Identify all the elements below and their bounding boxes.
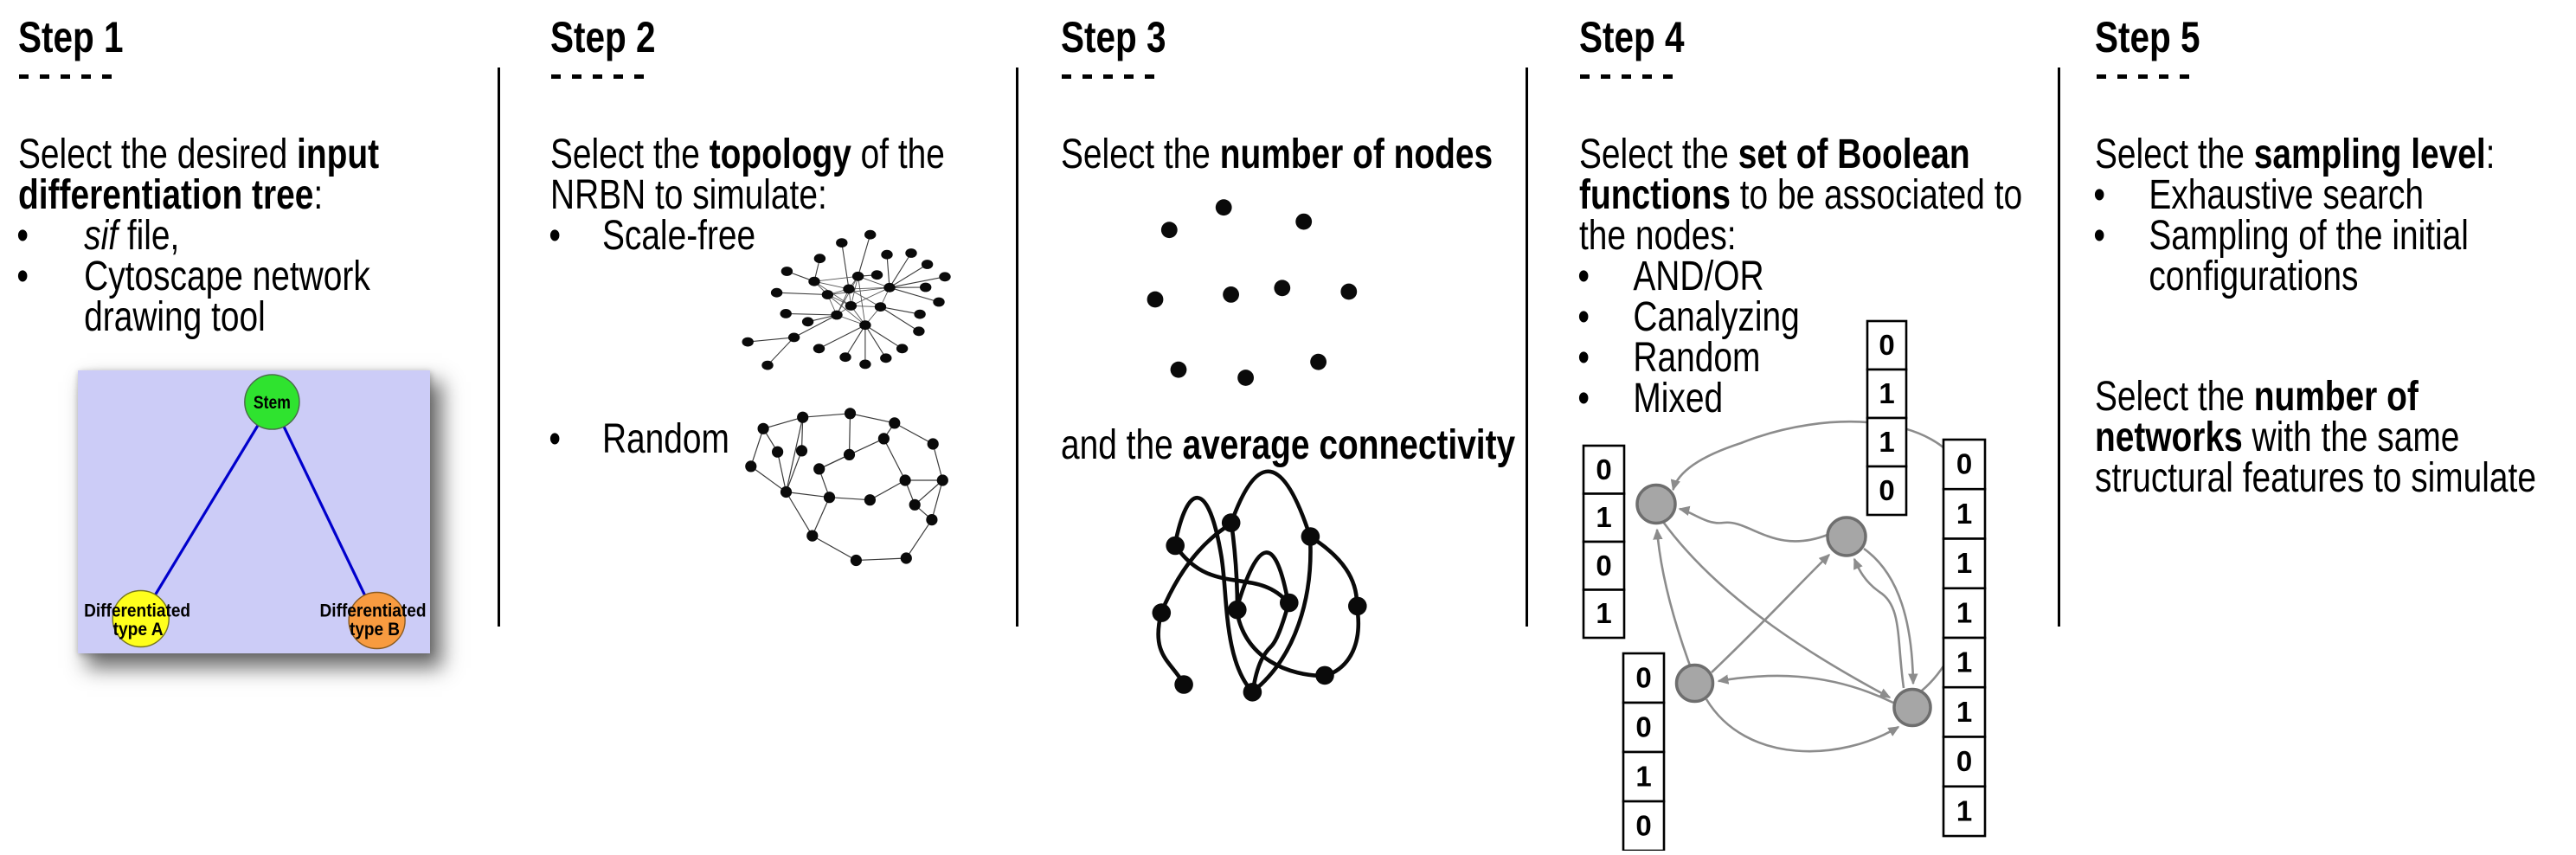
- svg-text:1: 1: [1635, 761, 1651, 793]
- svg-text:1: 1: [1956, 794, 1972, 826]
- svg-text:Differentiated: Differentiated: [320, 600, 427, 620]
- svg-text:0: 0: [1596, 550, 1611, 582]
- svg-text:1: 1: [1879, 377, 1894, 409]
- svg-text:0: 0: [1635, 711, 1651, 743]
- svg-text:0: 0: [1635, 662, 1651, 694]
- svg-text:0: 0: [1596, 453, 1611, 485]
- svg-text:0: 0: [1879, 329, 1894, 361]
- svg-text:type A: type A: [113, 619, 164, 640]
- svg-text:1: 1: [1956, 646, 1972, 678]
- svg-text:1: 1: [1956, 498, 1972, 530]
- svg-text:1: 1: [1956, 547, 1972, 579]
- svg-text:0: 0: [1956, 745, 1972, 777]
- svg-text:Stem: Stem: [254, 393, 291, 413]
- svg-text:1: 1: [1879, 426, 1894, 458]
- svg-text:0: 0: [1635, 810, 1651, 842]
- svg-text:1: 1: [1596, 597, 1611, 629]
- svg-text:0: 0: [1956, 448, 1972, 480]
- svg-text:1: 1: [1596, 501, 1611, 533]
- svg-text:0: 0: [1879, 474, 1894, 506]
- svg-text:type B: type B: [350, 619, 400, 640]
- svg-text:1: 1: [1956, 596, 1972, 628]
- svg-text:1: 1: [1956, 696, 1972, 728]
- svg-text:Differentiated: Differentiated: [84, 600, 190, 620]
